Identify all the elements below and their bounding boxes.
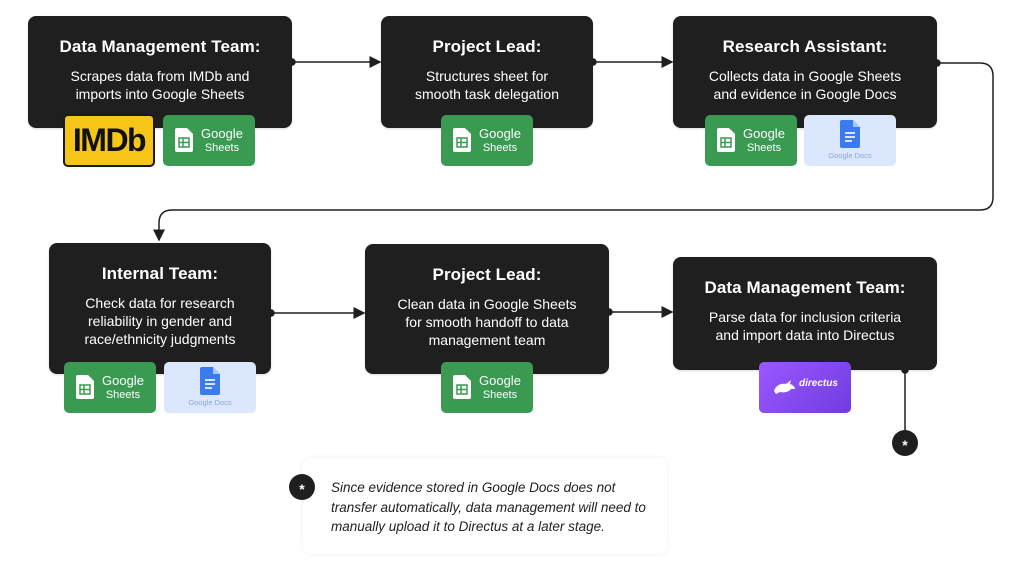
step-title: Research Assistant: — [722, 37, 888, 56]
google-docs-badge: Google Docs — [804, 115, 896, 166]
step-card-internal-team: Internal Team: Check data for research r… — [49, 243, 271, 374]
directus-label: directus — [799, 378, 838, 389]
google-docs-label: Google Docs — [828, 151, 872, 160]
google-sheets-icon — [453, 375, 471, 399]
step-title: Internal Team: — [101, 264, 219, 283]
directus-rabbit-icon — [774, 380, 795, 394]
step-title: Project Lead: — [432, 265, 542, 284]
connector-1-2 — [288, 56, 382, 68]
google-sheets-icon — [76, 375, 94, 399]
google-sheets-icon — [453, 128, 471, 152]
step-card-project-lead-clean: Project Lead: Clean data in Google Sheet… — [365, 244, 609, 374]
google-sheets-label: Google Sheets — [201, 126, 243, 155]
connector-2-3 — [589, 56, 674, 68]
google-sheets-label: Google Sheets — [743, 126, 785, 155]
footnote-text: Since evidence stored in Google Docs doe… — [331, 480, 646, 534]
google-sheets-badge: Google Sheets — [705, 115, 797, 166]
google-sheets-badge: Google Sheets — [163, 115, 255, 166]
step-card-data-management-scrape: Data Management Team: Scrapes data from … — [28, 16, 292, 128]
google-sheets-badge: Google Sheets — [441, 115, 533, 166]
directus-badge: directus — [759, 362, 851, 413]
step-description: Clean data in Google Sheets for smooth h… — [397, 296, 577, 348]
google-docs-badge: Google Docs — [164, 362, 256, 413]
imdb-logo: IMDb — [63, 114, 155, 167]
step-description: Parse data for inclusion criteria and im… — [708, 309, 902, 343]
step-title: Data Management Team: — [704, 278, 906, 297]
google-sheets-badge: Google Sheets — [64, 362, 156, 413]
google-docs-icon — [200, 367, 220, 395]
step-description: Check data for research reliability in g… — [84, 295, 236, 347]
step-card-research-assistant: Research Assistant: Collects data in Goo… — [673, 16, 937, 128]
step-description: Scrapes data from IMDb and imports into … — [70, 68, 250, 102]
footnote-marker: * — [289, 474, 315, 500]
step-description: Structures sheet for smooth task delegat… — [415, 68, 559, 102]
google-sheets-icon — [175, 128, 193, 152]
step-description: Collects data in Google Sheets and evide… — [708, 68, 902, 102]
step-title: Project Lead: — [432, 37, 542, 56]
connector-6-footnote — [901, 366, 909, 430]
google-sheets-badge: Google Sheets — [441, 362, 533, 413]
google-docs-icon — [840, 120, 860, 148]
footnote-card: * Since evidence stored in Google Docs d… — [289, 458, 667, 554]
step-title: Data Management Team: — [59, 37, 261, 56]
google-sheets-icon — [717, 128, 735, 152]
step-card-data-management-import: Data Management Team: Parse data for inc… — [673, 257, 937, 370]
connector-4-5 — [267, 307, 366, 319]
google-sheets-label: Google Sheets — [479, 373, 521, 402]
connector-5-6 — [605, 306, 674, 318]
step-card-project-lead-structure: Project Lead: Structures sheet for smoot… — [381, 16, 593, 128]
footnote-marker-node: * — [892, 430, 918, 456]
google-sheets-label: Google Sheets — [479, 126, 521, 155]
google-docs-label: Google Docs — [188, 398, 232, 407]
google-sheets-label: Google Sheets — [102, 373, 144, 402]
